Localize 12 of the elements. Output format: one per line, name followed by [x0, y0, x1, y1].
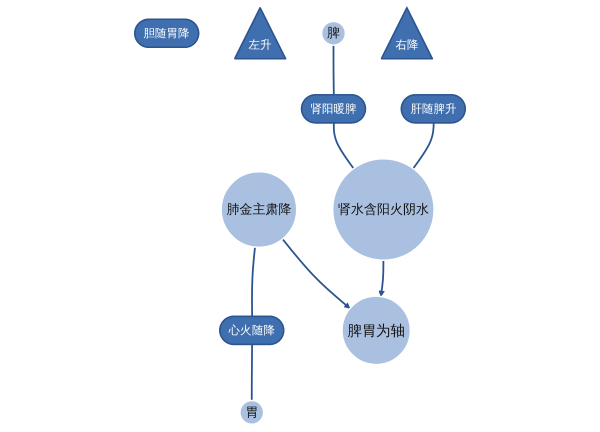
connector	[412, 123, 435, 170]
connector	[251, 247, 256, 317]
connector	[332, 123, 354, 170]
connector	[332, 45, 335, 96]
node-circle: 胃	[239, 400, 264, 425]
node-circle: 脾胃为轴	[341, 295, 412, 366]
node-circle: 肾水含阳火阴水	[332, 158, 435, 261]
arrow	[282, 238, 350, 309]
node-circle: 肺金主肃降	[220, 171, 298, 248]
arrow	[378, 260, 385, 297]
connector	[250, 344, 254, 400]
node-circle: 脾	[320, 20, 346, 46]
